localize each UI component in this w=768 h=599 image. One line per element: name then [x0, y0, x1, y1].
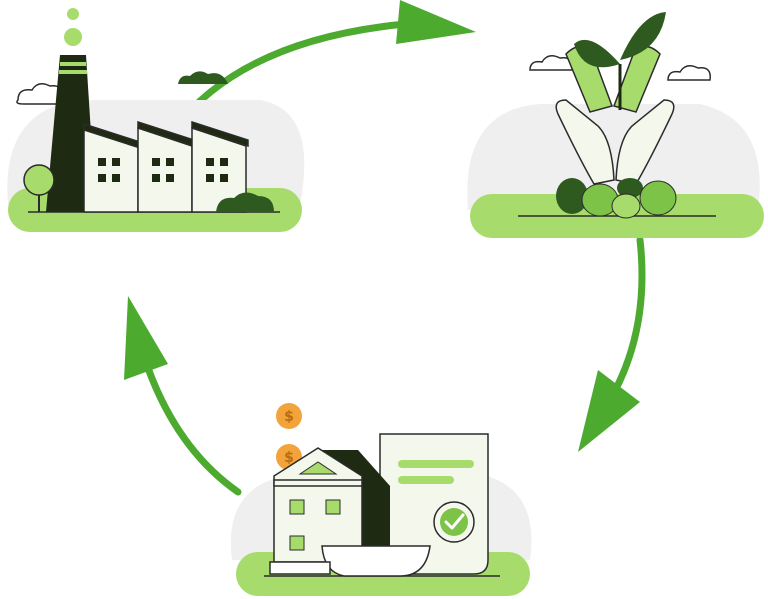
factory-buildings	[83, 120, 249, 213]
tray-icon	[321, 545, 431, 577]
factory-windows	[98, 158, 228, 182]
coin-symbol: $	[284, 409, 294, 425]
check-icon	[444, 513, 465, 530]
bush-icon	[216, 192, 274, 212]
arrowhead-plant-to-finance	[578, 370, 640, 452]
ground-leaf	[639, 180, 677, 216]
ground-leaf	[556, 178, 588, 214]
coin-symbol: $	[284, 450, 294, 466]
coin-icon: $	[276, 403, 302, 429]
smoke-puff	[64, 28, 82, 46]
cloud-icon	[529, 55, 573, 71]
leaf-icon	[574, 39, 620, 68]
tree-icon	[23, 164, 55, 196]
bank-icon	[273, 447, 363, 563]
plant-backdrop	[467, 104, 760, 210]
ground-leaf	[617, 178, 643, 198]
arrow-finance-to-factory	[144, 364, 242, 496]
bank-windows	[289, 499, 341, 551]
leaf-icon	[620, 12, 666, 60]
left-hand-icon	[555, 99, 615, 185]
arrowhead-finance-to-factory	[124, 296, 168, 380]
shrub-icon	[178, 71, 228, 84]
cycle-arrows	[144, 20, 646, 496]
factory-scene	[7, 8, 305, 232]
finance-scene: $ $	[230, 403, 532, 596]
ground-leaf	[581, 183, 619, 217]
ground-leaf	[611, 193, 641, 219]
right-hand-icon	[615, 99, 675, 185]
plant-scene	[467, 12, 764, 238]
arrowhead-factory-to-plant	[396, 0, 476, 44]
smoke-puff	[67, 8, 79, 20]
cloud-icon	[667, 65, 711, 81]
arrow-plant-to-finance	[606, 236, 646, 404]
